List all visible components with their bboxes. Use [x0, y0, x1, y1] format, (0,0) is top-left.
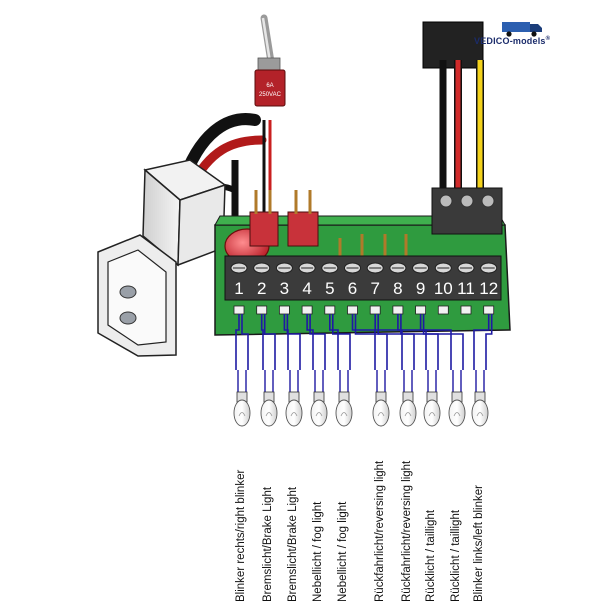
- bulb: [399, 370, 417, 427]
- output-wire: [419, 314, 464, 370]
- terminal-pin-number: 12: [479, 279, 498, 298]
- output-wire: [306, 314, 326, 370]
- bulb: [423, 370, 441, 427]
- output-label: Rücklicht / taillight: [425, 509, 437, 602]
- terminal-screw: [366, 262, 384, 274]
- bulb: [285, 370, 303, 427]
- output-label: Rückfahrlicht/reversing light: [374, 460, 386, 602]
- bulb: [233, 370, 251, 427]
- terminal-pin-number: 2: [257, 279, 266, 298]
- terminal-pin-number: 10: [434, 279, 453, 298]
- terminal-pin-number: 9: [416, 279, 425, 298]
- output-wire: [283, 314, 301, 370]
- bulb: [310, 370, 328, 427]
- terminal-pin-number: 8: [393, 279, 402, 298]
- output-label: Nebellicht / fog light: [337, 501, 349, 602]
- pcb-pad: [301, 305, 313, 315]
- bulb: [260, 370, 278, 427]
- terminal-screw: [480, 262, 498, 274]
- terminal-pin-number: 7: [370, 279, 379, 298]
- output-wire: [473, 314, 493, 370]
- terminal-screw: [344, 262, 361, 274]
- bulb: [448, 370, 466, 427]
- bulb: [372, 370, 390, 427]
- output-label: Blinker rechts/right blinker: [235, 469, 247, 602]
- pcb-pad: [369, 305, 381, 315]
- output-label: Bremslicht/Brake Light: [262, 486, 274, 602]
- output-wire: [397, 314, 439, 370]
- pcb-pad: [415, 305, 427, 315]
- output-wire: [351, 314, 388, 370]
- pcb-pad: [392, 305, 404, 315]
- output-bulbs: [233, 370, 489, 427]
- terminal-pin-number: 3: [280, 279, 289, 298]
- pcb-pad: [278, 305, 290, 315]
- pcb-pad: [256, 305, 268, 315]
- terminal-screw: [389, 262, 407, 274]
- output-wire: [260, 314, 276, 370]
- terminal-pin-number: 5: [325, 279, 334, 298]
- terminal-pin-number: 1: [234, 279, 243, 298]
- brand-logo: VEDICO-models®: [470, 20, 600, 50]
- output-label: Nebellicht / fog light: [312, 501, 324, 602]
- terminal-screw: [434, 262, 452, 274]
- jumper-headers: [249, 190, 408, 256]
- pcb-pad: [460, 305, 472, 315]
- truck-icon: [502, 22, 542, 37]
- bulb: [471, 370, 489, 427]
- pcb-pad: [233, 305, 245, 315]
- output-label: Rücklicht / taillight: [450, 509, 462, 602]
- pcb-pad: [347, 305, 358, 315]
- switch-rating-line2: 250VAC: [259, 92, 282, 98]
- terminal-screw: [275, 262, 293, 274]
- output-label: Rückfahrlicht/reversing light: [401, 460, 413, 602]
- switch-rating-line1: 6A: [266, 83, 273, 89]
- output-label: Blinker links/left blinker: [473, 485, 485, 602]
- output-wire: [235, 314, 249, 370]
- terminal-screw: [321, 262, 339, 274]
- output-label: Bremslicht/Brake Light: [287, 486, 299, 602]
- terminal-screw: [412, 262, 430, 274]
- terminal-screw: [457, 262, 475, 274]
- terminal-pin-number: 11: [457, 279, 475, 298]
- terminal-screw: [230, 262, 248, 274]
- terminal-screw: [298, 262, 316, 274]
- terminal-screw: [253, 262, 271, 274]
- pcb-pad: [324, 305, 336, 315]
- power-connector: [97, 159, 227, 357]
- pcb-pad: [483, 305, 495, 315]
- terminal-pin-number: 6: [348, 279, 357, 298]
- output-wires: [235, 314, 493, 370]
- bulb: [335, 370, 353, 427]
- pcb-pad: [437, 305, 449, 315]
- toggle-switch: 6A 250VAC: [254, 14, 286, 107]
- input-terminal: [422, 21, 503, 235]
- output-wire: [374, 314, 415, 370]
- brand-name: VEDICO-models®: [474, 36, 551, 46]
- output-wire: [329, 314, 351, 370]
- terminal-pin-number: 4: [302, 279, 311, 298]
